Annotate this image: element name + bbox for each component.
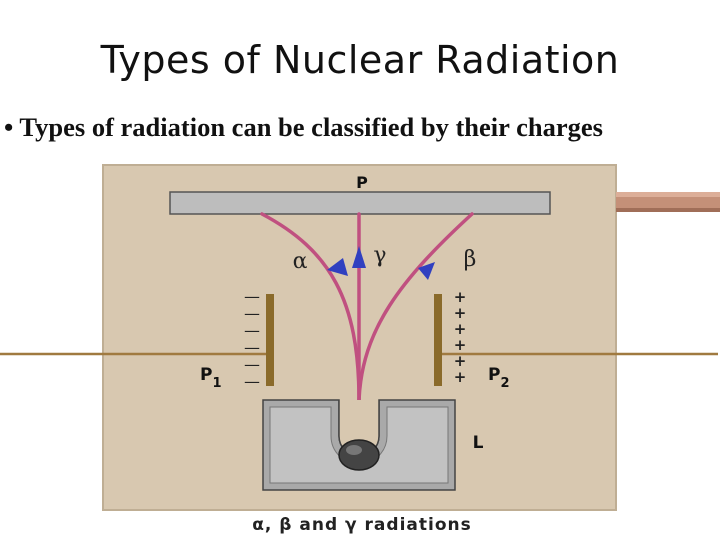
plate-top (169, 191, 551, 215)
plate-left (266, 294, 274, 386)
radiation-arrows (327, 246, 435, 280)
svg-text:—: — (244, 338, 260, 357)
diagram-caption: α, β and γ radiations (252, 515, 471, 535)
svg-text:—: — (244, 355, 260, 374)
alpha-arrow (327, 258, 348, 276)
gamma-label: γ (373, 243, 386, 268)
svg-text:—: — (244, 372, 260, 391)
plate-right-label: P2 (488, 365, 510, 391)
beta-label: β (464, 247, 477, 272)
alpha-path (260, 212, 361, 402)
svg-text:+: + (454, 320, 467, 338)
plate-top-label: P (356, 173, 368, 192)
radiation-diagram: P — — — — — — P1 + + + + + + P2 α γ β (0, 164, 720, 535)
svg-text:+: + (454, 288, 467, 306)
alpha-label: α (293, 249, 308, 274)
svg-text:+: + (454, 336, 467, 354)
svg-text:—: — (244, 287, 260, 306)
bullet-text: • Types of radiation can be classified b… (4, 112, 603, 142)
source-block (262, 399, 456, 491)
pipe (616, 192, 720, 212)
source-label: L (473, 433, 484, 453)
plate-left-label: P1 (200, 365, 222, 391)
plate-right-signs: + + + + + + (454, 288, 467, 386)
plate-right (434, 294, 442, 386)
svg-text:+: + (454, 368, 467, 386)
gamma-arrow (352, 246, 366, 268)
svg-text:+: + (454, 304, 467, 322)
slide-title: Types of Nuclear Radiation (100, 38, 620, 82)
radioactive-source (338, 439, 380, 471)
svg-text:—: — (244, 304, 260, 323)
beta-path (357, 212, 474, 402)
plate-left-signs: — — — — — — (244, 287, 260, 391)
beta-arrow (418, 262, 435, 280)
svg-text:+: + (454, 352, 467, 370)
svg-text:—: — (244, 321, 260, 340)
